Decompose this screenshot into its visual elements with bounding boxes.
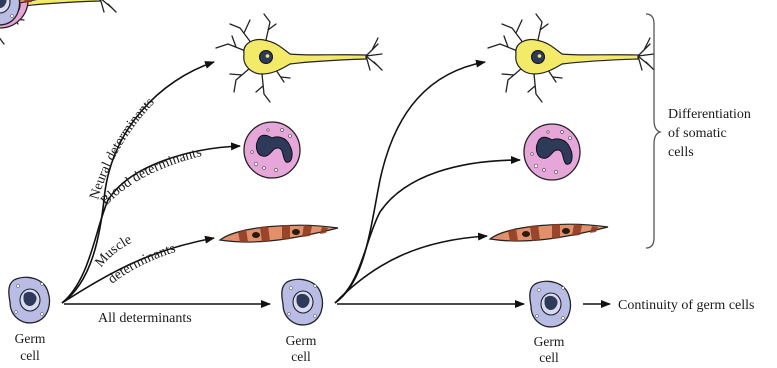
somatic-bracket: [646, 14, 660, 248]
differentiation-line-3: cells: [668, 145, 694, 160]
germ-label-3: Germ: [534, 334, 565, 349]
blood-cell-left: [244, 122, 300, 178]
germ-cell-3: [530, 281, 571, 327]
neuron-right: [488, 14, 654, 102]
germ-cell-2: [282, 279, 323, 325]
cell-label-3: cell: [539, 350, 559, 363]
blood-cell-right: [524, 124, 580, 180]
continuity-label: Continuity of germ cells: [618, 298, 754, 313]
differentiation-line-1: Differentiation: [668, 107, 751, 122]
germ-label-1: Germ: [15, 331, 46, 346]
differentiation-line-2: of somatic: [668, 126, 727, 141]
muscle-cell-left: [220, 225, 338, 242]
germ-cell-1: [9, 277, 50, 323]
neuron-left: [216, 14, 382, 102]
germ-label-2: Germ: [286, 333, 317, 348]
muscle-cell-right: [490, 224, 608, 241]
cell-label-2: cell: [291, 349, 311, 363]
cell-label-1: cell: [20, 348, 40, 363]
